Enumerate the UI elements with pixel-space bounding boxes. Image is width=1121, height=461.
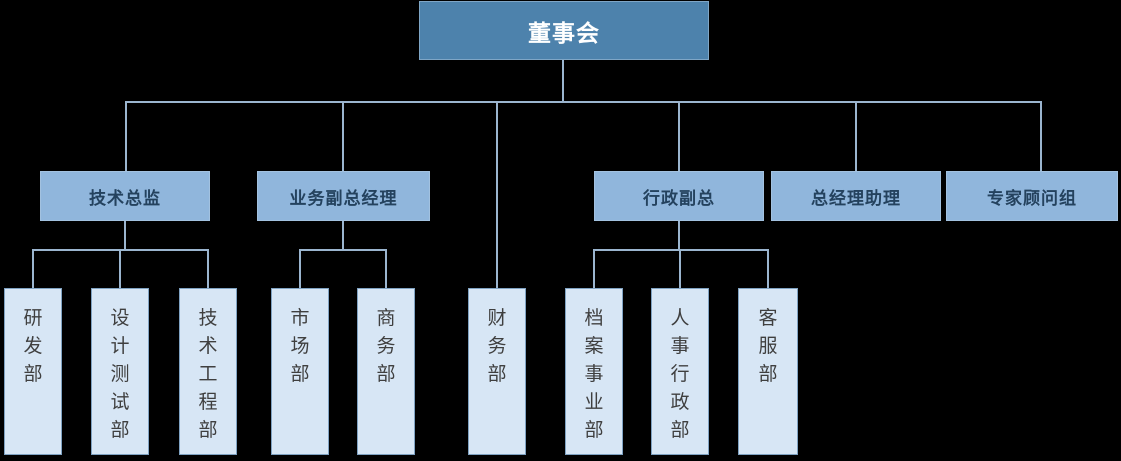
org-node-admin-deputy-label: 行政副总 bbox=[643, 188, 715, 208]
org-node-customer-service-dept[interactable]: 客服部 bbox=[738, 288, 798, 455]
connector-admin-stem bbox=[678, 221, 680, 251]
connector-tech-drop-2 bbox=[119, 249, 121, 288]
org-node-customer-service-dept-label: 客服部 bbox=[758, 308, 778, 385]
org-node-tech-engineering-dept-label: 技术工程部 bbox=[198, 308, 218, 441]
org-node-archives-division[interactable]: 档案事业部 bbox=[565, 288, 623, 455]
org-node-hr-admin-dept-label: 人事行政部 bbox=[670, 308, 690, 441]
org-node-rnd-dept[interactable]: 研发部 bbox=[4, 288, 62, 455]
org-node-expert-advisors-label: 专家顾问组 bbox=[987, 188, 1077, 208]
org-node-board[interactable]: 董事会 bbox=[419, 1, 709, 60]
org-node-finance-dept-label: 财务部 bbox=[487, 308, 507, 385]
connector-biz-rail bbox=[299, 249, 387, 251]
org-node-rnd-dept-label: 研发部 bbox=[23, 308, 43, 385]
org-node-tech-engineering-dept[interactable]: 技术工程部 bbox=[179, 288, 237, 455]
connector-root-stem bbox=[562, 60, 564, 103]
connector-drop-expert bbox=[1040, 101, 1042, 171]
org-node-board-label: 董事会 bbox=[528, 19, 600, 46]
org-node-expert-advisors[interactable]: 专家顾问组 bbox=[946, 171, 1118, 221]
connector-admin-drop-1 bbox=[593, 249, 595, 288]
connector-tech-drop-3 bbox=[207, 249, 209, 288]
org-node-archives-division-label: 档案事业部 bbox=[584, 308, 604, 441]
connector-admin-drop-2 bbox=[679, 249, 681, 288]
org-node-business-deputy-gm[interactable]: 业务副总经理 bbox=[257, 171, 430, 221]
connector-drop-assist bbox=[855, 101, 857, 171]
org-node-marketing-dept-label: 市场部 bbox=[290, 308, 310, 385]
connector-drop-biz bbox=[342, 101, 344, 171]
org-node-admin-deputy[interactable]: 行政副总 bbox=[594, 171, 764, 221]
connector-drop-tech bbox=[125, 101, 127, 171]
org-node-gm-assistant[interactable]: 总经理助理 bbox=[771, 171, 941, 221]
connector-drop-finance bbox=[496, 101, 498, 288]
connector-biz-drop-2 bbox=[385, 249, 387, 288]
connector-main-rail bbox=[125, 101, 1042, 103]
org-node-commerce-dept[interactable]: 商务部 bbox=[357, 288, 415, 455]
org-node-gm-assistant-label: 总经理助理 bbox=[811, 188, 901, 208]
org-node-marketing-dept[interactable]: 市场部 bbox=[271, 288, 329, 455]
org-node-business-deputy-gm-label: 业务副总经理 bbox=[289, 188, 398, 208]
connector-tech-drop-1 bbox=[32, 249, 34, 288]
org-node-commerce-dept-label: 商务部 bbox=[376, 308, 396, 385]
connector-tech-stem bbox=[124, 221, 126, 251]
connector-biz-stem bbox=[342, 221, 344, 251]
org-node-hr-admin-dept[interactable]: 人事行政部 bbox=[651, 288, 709, 455]
org-node-design-test-dept-label: 设计测试部 bbox=[110, 308, 130, 441]
connector-drop-admin bbox=[678, 101, 680, 171]
org-node-design-test-dept[interactable]: 设计测试部 bbox=[91, 288, 149, 455]
connector-biz-drop-1 bbox=[299, 249, 301, 288]
connector-admin-rail bbox=[593, 249, 769, 251]
org-node-tech-director[interactable]: 技术总监 bbox=[40, 171, 210, 221]
org-node-tech-director-label: 技术总监 bbox=[89, 188, 161, 208]
org-node-finance-dept[interactable]: 财务部 bbox=[468, 288, 526, 455]
connector-admin-drop-3 bbox=[767, 249, 769, 288]
